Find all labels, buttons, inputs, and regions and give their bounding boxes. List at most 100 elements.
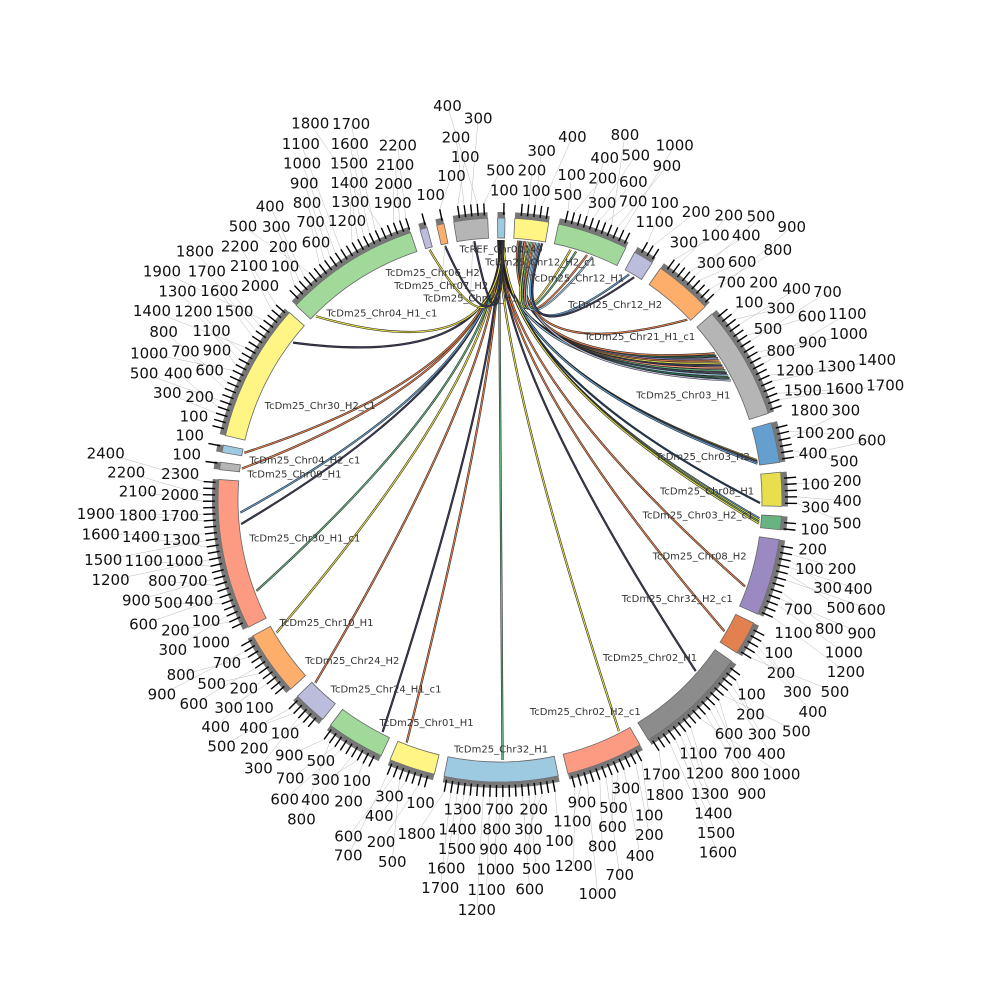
segment-TcDm25_Chr30_H2_c1[interactable]	[212, 304, 305, 441]
tick-mark	[539, 205, 543, 218]
leader-line	[735, 680, 751, 715]
segment-band[interactable]	[453, 217, 489, 243]
segment-band[interactable]	[329, 708, 391, 757]
segment-TcDm25_Chr24_H1_c1[interactable]	[323, 708, 391, 767]
tick-mark	[417, 773, 423, 786]
tick-mark	[570, 212, 576, 225]
leader-line	[180, 657, 249, 676]
segment-band[interactable]	[436, 223, 449, 246]
segment-band[interactable]	[553, 223, 627, 267]
tick-label: 400	[799, 445, 828, 463]
segment-band[interactable]	[217, 478, 267, 628]
segment-TcDm25_Chr10_H1[interactable]	[241, 625, 307, 695]
segment-TcDm25_Chr03_H2[interactable]	[751, 421, 794, 466]
tick-label: 100	[271, 725, 300, 743]
segment-band[interactable]	[419, 227, 433, 250]
segment-TcDm25_Chr12_H2_c1[interactable]	[513, 203, 550, 243]
tick-label: 700	[619, 192, 648, 210]
segment-TcDm25_Chr08_H1[interactable]	[760, 471, 797, 507]
segment-TcDm25_Chr21_H1_c1[interactable]	[648, 259, 715, 321]
segment-band[interactable]	[760, 514, 782, 531]
tick-label: 700	[605, 866, 634, 884]
tick-mark	[743, 345, 755, 354]
segment-TcDm25_Chr12_H2[interactable]	[624, 241, 660, 281]
tick-mark	[210, 562, 223, 567]
leader-line	[161, 271, 264, 321]
link-ribbon	[525, 242, 593, 311]
segment-band[interactable]	[513, 217, 550, 243]
segment-TcDm25_Chr32_H1[interactable]	[442, 755, 560, 797]
segment-band[interactable]	[719, 613, 755, 654]
tick-mark	[747, 640, 759, 648]
tick-label: 500	[599, 799, 628, 817]
segment-band[interactable]	[389, 740, 440, 775]
segment-band[interactable]	[219, 461, 241, 473]
chromosome-label: TcDm25_Chr10_H1	[278, 618, 373, 629]
segment-band[interactable]	[760, 471, 783, 507]
segment-TcDm25_Chr09_H1[interactable]	[205, 460, 241, 473]
segment-TcDm25_Chr04_H2_c1[interactable]	[208, 442, 244, 457]
segment-band[interactable]	[637, 649, 733, 741]
segment-TcDm25_Chr06_H2[interactable]	[418, 213, 433, 250]
tick-mark	[303, 276, 313, 287]
segment-band[interactable]	[696, 313, 769, 421]
leader-line	[211, 673, 260, 685]
segment-TcDm25_Chr30_H1_c1[interactable]	[202, 478, 267, 630]
tick-mark	[203, 480, 216, 484]
tick-label: 1800	[646, 786, 684, 804]
tick-label: 700	[334, 847, 363, 865]
leader-line	[151, 310, 246, 348]
tick-mark	[774, 576, 787, 581]
segment-TcDm25_Chr12_H1[interactable]	[553, 210, 631, 267]
segment-TcDm25_Chr32_H2_c1[interactable]	[719, 613, 765, 659]
tick-mark	[726, 672, 737, 681]
tick-mark	[222, 393, 234, 400]
chromosome-label: TcDm25_Chr24_H1_c1	[330, 685, 442, 696]
segment-TcDm25_Chr07_H2[interactable]	[435, 209, 449, 246]
leader-line	[731, 282, 764, 315]
segment-TcDm25_Chr01_H1[interactable]	[386, 740, 440, 788]
segment-TcDm25_Chr08_H2[interactable]	[739, 536, 794, 618]
segment-TcREF_Chr00149[interactable]	[497, 203, 506, 239]
leader-line	[168, 602, 222, 605]
tick-mark	[768, 594, 781, 600]
tick-mark	[271, 309, 282, 319]
link-ribbon	[503, 240, 760, 524]
segment-TcDm25_Chr02_H1[interactable]	[637, 649, 741, 752]
leader-line	[789, 567, 859, 590]
segment-TcDm25_Chr05_H1[interactable]	[452, 203, 489, 243]
segment-TcDm25_Chr03_H1[interactable]	[696, 308, 782, 421]
link-ribbon	[498, 239, 504, 760]
segment-TcDm25_Chr02_H2_c1[interactable]	[562, 726, 643, 788]
segment-TcDm25_Chr03_H2_c1[interactable]	[760, 514, 797, 531]
tick-label: 200	[334, 792, 363, 810]
segment-band[interactable]	[224, 311, 305, 441]
leader-line	[791, 554, 843, 570]
tick-label: 800	[815, 620, 844, 638]
segment-band[interactable]	[497, 217, 506, 239]
segment-band[interactable]	[443, 755, 559, 783]
segment-band[interactable]	[648, 267, 706, 321]
segment-TcDm25_Chr04_H1_c1[interactable]	[289, 218, 418, 320]
tick-mark	[345, 743, 353, 755]
segment-band[interactable]	[221, 444, 244, 457]
segment-band[interactable]	[252, 625, 307, 690]
tick-label: 900	[777, 218, 806, 236]
segment-band[interactable]	[624, 251, 653, 281]
tick-label: 200	[635, 826, 664, 844]
tick-label: 500	[782, 722, 811, 740]
tick-mark	[356, 749, 364, 761]
leader-line	[635, 764, 650, 836]
segment-TcDm25_Chr24_H2[interactable]	[288, 681, 336, 728]
segment-band[interactable]	[296, 681, 336, 720]
leader-line	[350, 201, 353, 243]
tick-label: 1800	[119, 506, 157, 524]
segment-band[interactable]	[295, 232, 418, 320]
segment-axis-band	[558, 218, 629, 248]
tick-mark	[676, 267, 686, 278]
tick-label: 2100	[230, 257, 268, 275]
leader-line	[301, 743, 330, 820]
leader-line	[528, 795, 537, 870]
segment-band[interactable]	[751, 422, 780, 466]
tick-mark	[618, 758, 625, 771]
